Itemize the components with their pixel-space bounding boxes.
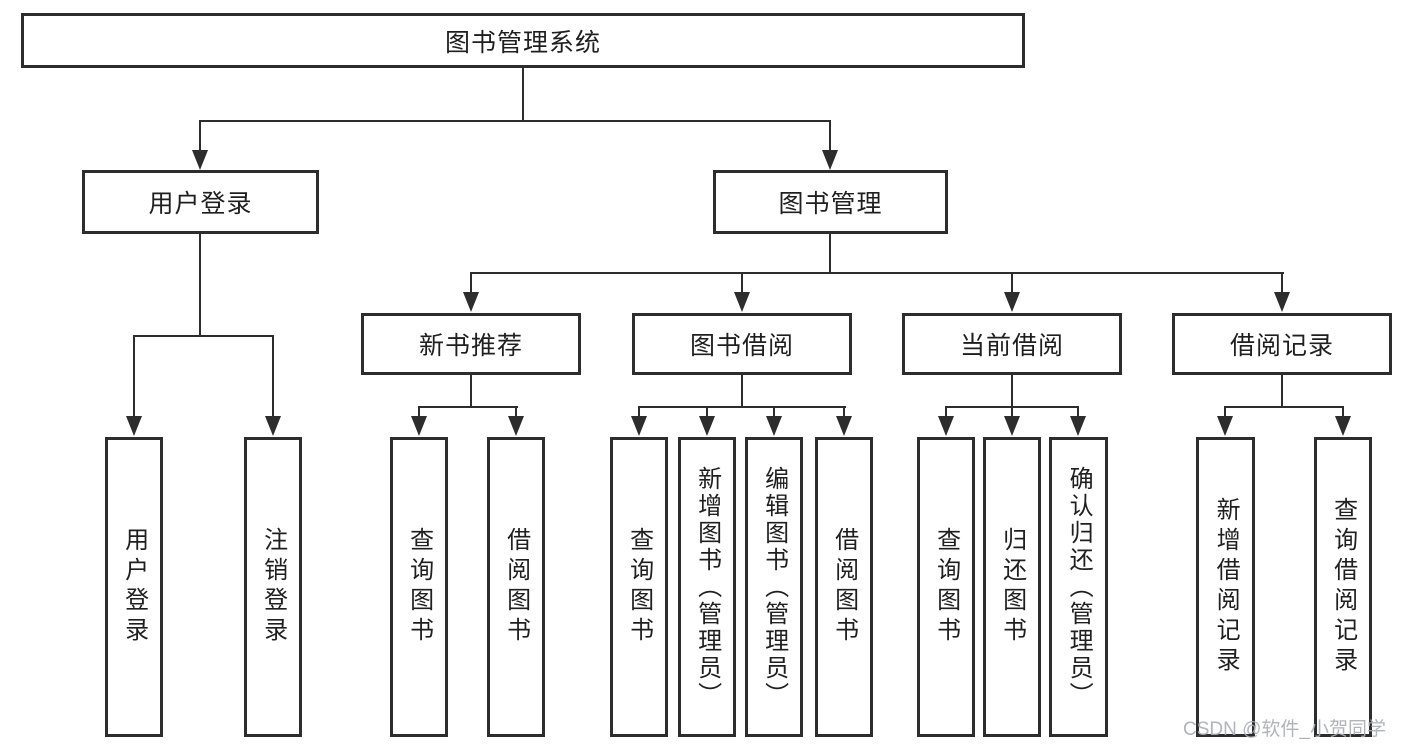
leaf-query-books: 查询图书: [390, 437, 448, 737]
arrow-down-icon: [699, 416, 715, 436]
leaf-logout: 注销登录: [244, 437, 302, 737]
node-label: 图书借阅: [689, 332, 794, 360]
arrow-down-icon: [463, 292, 479, 312]
node-label: 当前借阅: [959, 332, 1064, 360]
connector-line: [199, 234, 201, 337]
connector-line: [773, 406, 775, 420]
leaf-label: 借阅图书: [502, 527, 530, 647]
leaf-label: 确认归还（管理员）: [1065, 465, 1093, 709]
connector-line: [515, 406, 517, 420]
connector-line: [1011, 406, 1013, 420]
leaf-label: 注销登录: [259, 527, 287, 647]
connector-line: [741, 272, 743, 296]
connector-line: [272, 335, 274, 420]
connector-line: [133, 335, 135, 420]
connector-line: [638, 406, 846, 408]
connector-line: [843, 406, 845, 420]
arrow-down-icon: [938, 416, 954, 436]
leaf-query-borrow-record: 查询借阅记录: [1314, 437, 1372, 737]
connector-line: [522, 68, 524, 122]
connector-line: [418, 406, 420, 420]
arrow-down-icon: [1274, 292, 1290, 312]
connector-line: [1224, 406, 1226, 420]
arrow-down-icon: [631, 416, 647, 436]
arrow-down-icon: [1004, 292, 1020, 312]
arrow-down-icon: [265, 416, 281, 436]
node-label: 借阅记录: [1229, 332, 1334, 360]
arrow-down-icon: [822, 150, 838, 170]
connector-line: [829, 234, 831, 274]
connector-line: [470, 272, 1284, 274]
connector-line: [741, 375, 743, 408]
node-user-login: 用户登录: [82, 170, 319, 234]
connector-line: [418, 406, 518, 408]
leaf-add-borrow-record: 新增借阅记录: [1196, 437, 1255, 737]
connector-line: [1011, 272, 1013, 296]
arrow-down-icon: [1070, 416, 1086, 436]
node-label: 图书管理: [778, 190, 883, 218]
node-book-borrowing: 图书借阅: [632, 313, 852, 375]
connector-line: [470, 375, 472, 408]
arrow-down-icon: [126, 416, 142, 436]
arrow-down-icon: [411, 416, 427, 436]
node-label: 新书推荐: [418, 332, 523, 360]
leaf-user-login: 用户登录: [105, 437, 163, 737]
connector-line: [1281, 375, 1283, 408]
connector-line: [1077, 406, 1079, 420]
csdn-watermark: CSDN @软件_小贺同学: [1183, 719, 1386, 740]
leaf-label: 查询借阅记录: [1329, 497, 1357, 677]
leaf-query-books: 查询图书: [610, 437, 668, 737]
connector-line: [1224, 406, 1344, 408]
connector-line: [133, 335, 274, 337]
leaf-add-books-admin: 新增图书（管理员）: [678, 437, 736, 737]
arrow-down-icon: [1004, 416, 1020, 436]
connector-line: [706, 406, 708, 420]
arrow-down-icon: [508, 416, 524, 436]
leaf-label: 查询图书: [625, 527, 653, 647]
leaf-label: 查询图书: [405, 527, 433, 647]
leaf-borrow-books: 借阅图书: [487, 437, 545, 737]
arrow-down-icon: [1217, 416, 1233, 436]
connector-line: [1011, 375, 1013, 408]
node-borrowing-records: 借阅记录: [1172, 313, 1392, 375]
leaf-borrow-books: 借阅图书: [815, 437, 873, 737]
arrow-down-icon: [836, 416, 852, 436]
leaf-label: 归还图书: [998, 527, 1026, 647]
node-book-management: 图书管理: [713, 170, 948, 234]
arrow-down-icon: [734, 292, 750, 312]
node-current-borrowing: 当前借阅: [902, 313, 1122, 375]
connector-line: [945, 406, 947, 420]
connector-line: [1281, 272, 1283, 296]
leaf-label: 编辑图书（管理员）: [760, 465, 788, 709]
leaf-return-books: 归还图书: [983, 437, 1041, 737]
connector-line: [638, 406, 640, 420]
arrow-down-icon: [1335, 416, 1351, 436]
node-new-book-recommendation: 新书推荐: [361, 313, 581, 375]
leaf-confirm-return-admin: 确认归还（管理员）: [1049, 437, 1108, 737]
connector-line: [470, 272, 472, 296]
connector-line: [199, 120, 201, 154]
connector-line: [829, 120, 831, 154]
arrow-down-icon: [192, 150, 208, 170]
leaf-edit-books-admin: 编辑图书（管理员）: [745, 437, 803, 737]
leaf-label: 用户登录: [120, 527, 148, 647]
node-label: 用户登录: [148, 190, 253, 218]
node-library-management-system: 图书管理系统: [21, 13, 1025, 68]
connector-line: [199, 120, 831, 122]
leaf-label: 新增借阅记录: [1212, 497, 1240, 677]
connector-line: [1342, 406, 1344, 420]
leaf-query-books: 查询图书: [917, 437, 975, 737]
leaf-label: 借阅图书: [830, 527, 858, 647]
leaf-label: 新增图书（管理员）: [693, 465, 721, 709]
node-label: 图书管理系统: [444, 28, 601, 57]
arrow-down-icon: [766, 416, 782, 436]
leaf-label: 查询图书: [932, 527, 960, 647]
